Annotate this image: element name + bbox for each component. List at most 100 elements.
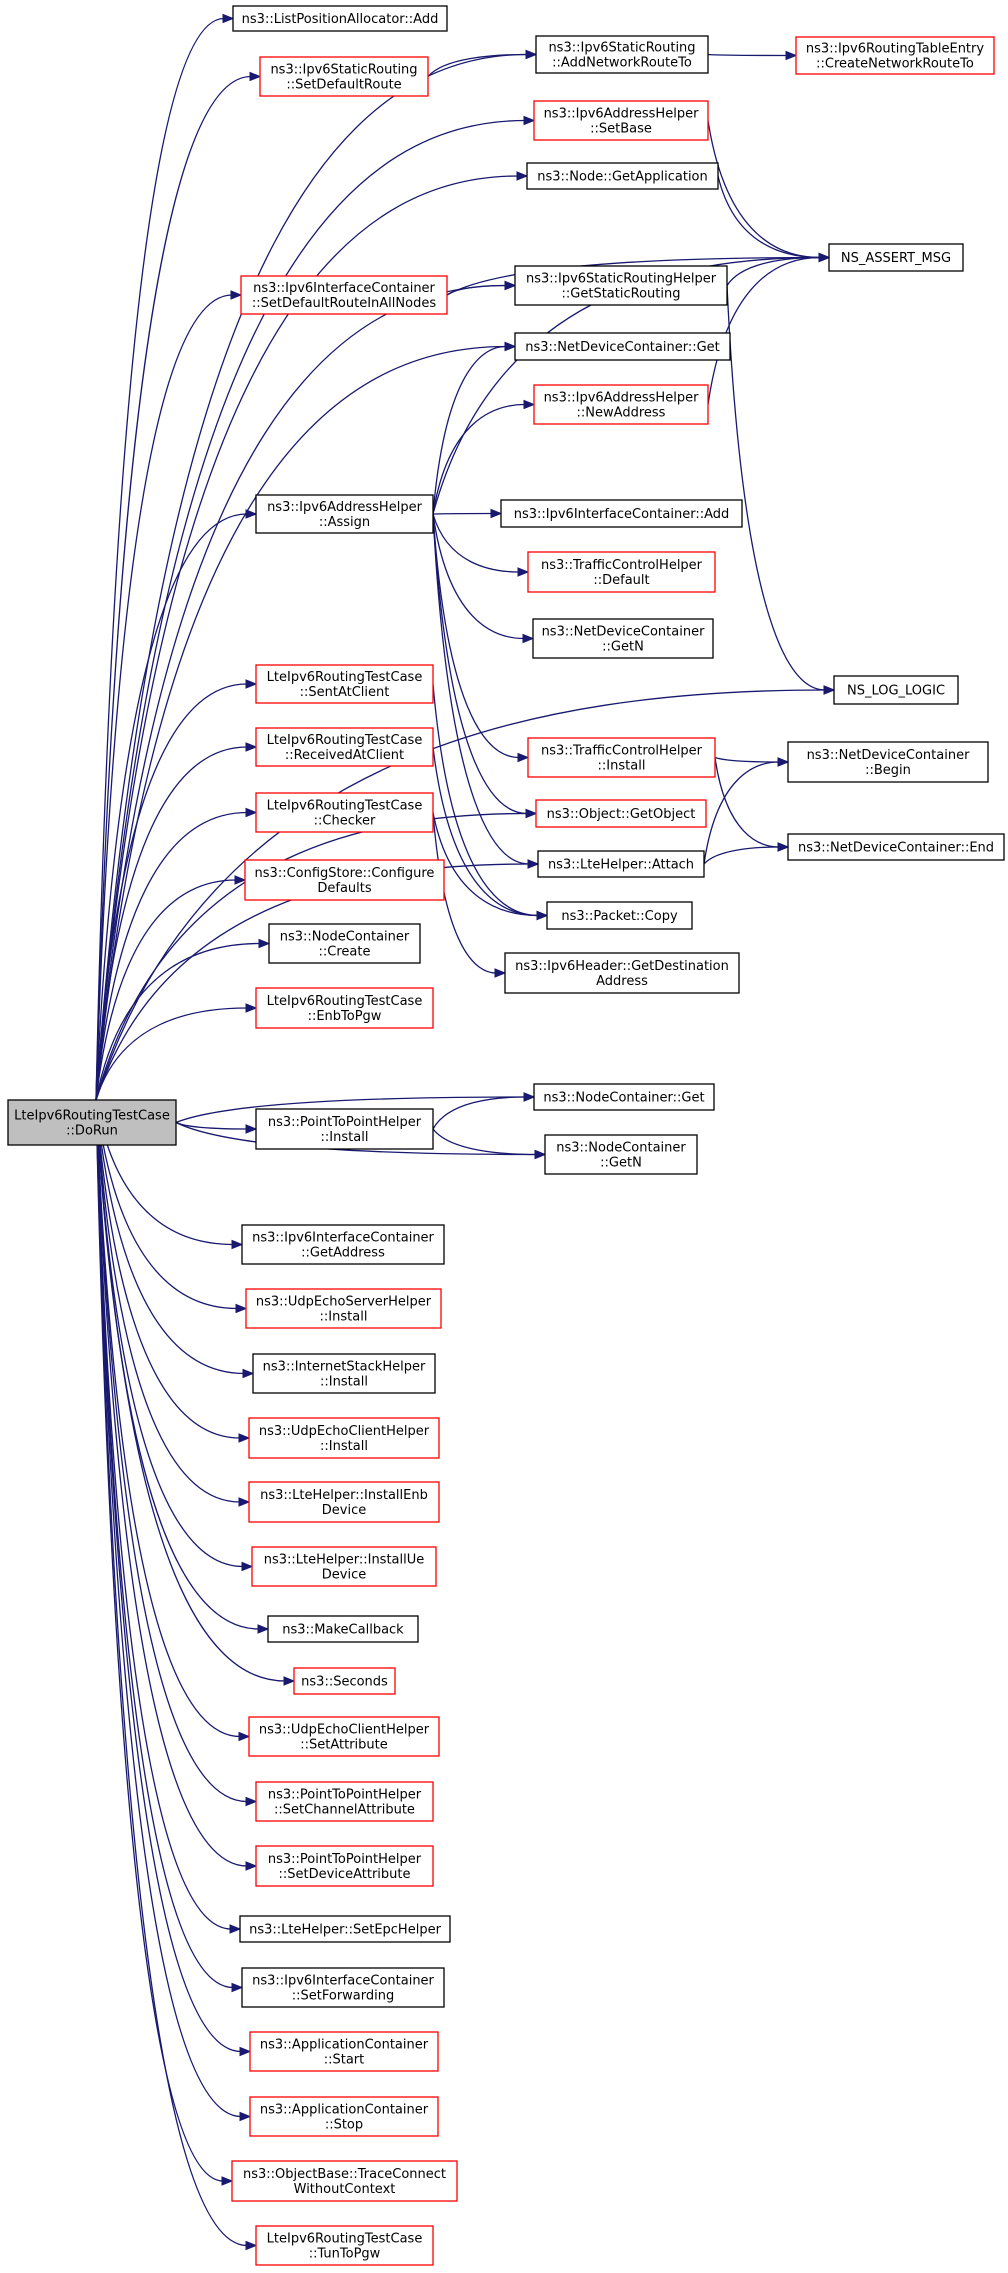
node-box	[241, 1224, 445, 1265]
edge-root-to-lte_installue	[95, 1099, 254, 1572]
node-label: ns3::Ipv6RoutingTableEntry	[806, 42, 984, 57]
node-box	[514, 332, 731, 361]
edge-ah_assign-to-tch_default	[432, 513, 530, 577]
node-ac-stop[interactable]: ns3::ApplicationContainer::Stop	[249, 2096, 439, 2137]
node-ish-install[interactable]: ns3::InternetStackHelper::Install	[252, 1353, 436, 1394]
edge-ah_assign-to-tch_install	[432, 513, 530, 763]
node-tch-install[interactable]: ns3::TrafficControlHelper::Install	[527, 737, 716, 778]
node-label: ns3::PointToPointHelper	[268, 1788, 422, 1803]
node-label: ns3::Ipv6InterfaceContainer::Add	[514, 507, 730, 522]
node-label: ::Install	[320, 1439, 368, 1454]
edge-root-to-ues_install	[95, 1099, 248, 1314]
node-label: ::SetAttribute	[300, 1738, 388, 1753]
node-label: ::Install	[598, 759, 646, 774]
node-label: LteIpv6RoutingTestCase	[267, 733, 423, 748]
node-label: ns3::UdpEchoClientHelper	[259, 1723, 430, 1738]
node-assert-msg[interactable]: NS_ASSERT_MSG	[828, 243, 964, 272]
node-label: ns3::TrafficControlHelper	[541, 558, 703, 573]
node-lte-attach[interactable]: ns3::LteHelper::Attach	[537, 850, 705, 878]
node-srh-getstatic[interactable]: ns3::Ipv6StaticRoutingHelper::GetStaticR…	[514, 265, 728, 306]
node-pkt-copy[interactable]: ns3::Packet::Copy	[546, 901, 693, 930]
node-box	[240, 275, 448, 315]
node-box	[527, 551, 716, 593]
node-obj-getobject[interactable]: ns3::Object::GetObject	[535, 799, 707, 828]
node-lte-setepc[interactable]: ns3::LteHelper::SetEpcHelper	[239, 1915, 451, 1943]
edge-p2p_install-to-nc_get	[432, 1092, 536, 1130]
node-ah-assign[interactable]: ns3::Ipv6AddressHelper::Assign	[255, 494, 434, 534]
node-label: LteIpv6RoutingTestCase	[267, 670, 423, 685]
node-box	[255, 987, 434, 1029]
node-uec-setattr[interactable]: ns3::UdpEchoClientHelper::SetAttribute	[248, 1716, 440, 1757]
node-seconds[interactable]: ns3::Seconds	[293, 1667, 396, 1695]
node-ndc-get[interactable]: ns3::NetDeviceContainer::Get	[514, 332, 731, 361]
edge-root-to-tc_checker	[95, 807, 258, 1101]
node-box	[255, 727, 434, 767]
node-tc-enbtopgw[interactable]: LteIpv6RoutingTestCase::EnbToPgw	[255, 987, 434, 1029]
edge-root-to-ndc_get	[95, 341, 517, 1101]
node-ndc-begin[interactable]: ns3::NetDeviceContainer::Begin	[787, 741, 989, 783]
node-rte-create[interactable]: ns3::Ipv6RoutingTableEntry::CreateNetwor…	[795, 36, 995, 75]
node-tch-default[interactable]: ns3::TrafficControlHelper::Default	[527, 551, 716, 593]
node-ic-getaddr[interactable]: ns3::Ipv6InterfaceContainer::GetAddress	[241, 1224, 445, 1265]
edge-tch_install-to-ndc_end	[714, 757, 790, 852]
node-label: LteIpv6RoutingTestCase	[267, 994, 423, 1009]
node-node-getapp[interactable]: ns3::Node::GetApplication	[526, 162, 719, 190]
node-ic-add[interactable]: ns3::Ipv6InterfaceContainer::Add	[500, 499, 743, 528]
node-sr-setdefault[interactable]: ns3::Ipv6StaticRouting::SetDefaultRoute	[259, 56, 429, 97]
node-lpa-add[interactable]: ns3::ListPositionAllocator::Add	[232, 5, 448, 32]
node-ah-newaddr[interactable]: ns3::Ipv6AddressHelper::NewAddress	[533, 384, 709, 425]
node-label: ::DoRun	[66, 1124, 118, 1139]
node-tc-received[interactable]: LteIpv6RoutingTestCase::ReceivedAtClient	[255, 727, 434, 767]
node-box	[255, 494, 434, 534]
node-label: LteIpv6RoutingTestCase	[14, 1109, 170, 1124]
node-ndc-getn[interactable]: ns3::NetDeviceContainer::GetN	[532, 618, 714, 659]
node-ic-setfwd[interactable]: ns3::Ipv6InterfaceContainer::SetForwardi…	[241, 1967, 445, 2008]
node-log-logic[interactable]: NS_LOG_LOGIC	[833, 675, 959, 705]
node-p2p-install[interactable]: ns3::PointToPointHelper::Install	[255, 1108, 434, 1150]
node-label: ns3::ListPositionAllocator::Add	[242, 12, 439, 27]
node-label: ::GetN	[602, 640, 644, 655]
node-ob-traceconnect[interactable]: ns3::ObjectBase::TraceConnectWithoutCont…	[231, 2160, 458, 2202]
node-tc-sent[interactable]: LteIpv6RoutingTestCase::SentAtClient	[255, 664, 434, 704]
node-label: ns3::UdpEchoServerHelper	[256, 1295, 432, 1310]
node-label: ::NewAddress	[577, 406, 666, 421]
node-nc-create[interactable]: ns3::NodeContainer::Create	[268, 923, 421, 964]
node-label: ns3::NodeContainer::Get	[543, 1091, 704, 1106]
edge-root-to-p2p_setdev	[95, 1099, 258, 1871]
node-ac-start[interactable]: ns3::ApplicationContainer::Start	[249, 2031, 439, 2072]
node-ues-install[interactable]: ns3::UdpEchoServerHelper::Install	[245, 1288, 442, 1329]
node-nc-getn[interactable]: ns3::NodeContainer::GetN	[544, 1134, 698, 1175]
node-sr-addnet[interactable]: ns3::Ipv6StaticRouting::AddNetworkRouteT…	[535, 35, 709, 74]
node-ndc-end[interactable]: ns3::NetDeviceContainer::End	[787, 833, 1005, 861]
node-label: Defaults	[317, 881, 371, 896]
edge-root-to-seconds	[95, 1099, 296, 1686]
node-box	[293, 1667, 396, 1695]
node-box	[533, 384, 709, 425]
node-makecallback[interactable]: ns3::MakeCallback	[267, 1615, 419, 1643]
node-box	[514, 265, 728, 306]
node-p2p-setchan[interactable]: ns3::PointToPointHelper::SetChannelAttri…	[255, 1781, 434, 1822]
edge-sr_addnet-to-rte_create	[707, 50, 798, 61]
edge-root-to-tc_received	[95, 742, 258, 1101]
node-label: ns3::LteHelper::Attach	[548, 858, 694, 873]
node-tc-tuntopgw[interactable]: LteIpv6RoutingTestCase::TunToPgw	[255, 2225, 434, 2266]
node-label: ::SetForwarding	[292, 1989, 395, 2004]
node-p2p-setdev[interactable]: ns3::PointToPointHelper::SetDeviceAttrib…	[255, 1845, 434, 1887]
edge-root-to-cs_configure	[95, 875, 247, 1101]
node-box	[544, 1134, 698, 1175]
node-box	[787, 741, 989, 783]
node-tc-checker[interactable]: LteIpv6RoutingTestCase::Checker	[255, 792, 434, 833]
edge-root-to-sr_setdefault	[95, 71, 262, 1101]
node-box	[231, 2160, 458, 2202]
node-ah-setbase[interactable]: ns3::Ipv6AddressHelper::SetBase	[533, 100, 709, 141]
edge-root-to-uec_install	[95, 1099, 251, 1443]
node-uec-install[interactable]: ns3::UdpEchoClientHelper::Install	[248, 1417, 440, 1459]
node-label: ::Install	[321, 1130, 369, 1145]
node-ic-setdefault[interactable]: ns3::Ipv6InterfaceContainer::SetDefaultR…	[240, 275, 448, 315]
node-nc-get[interactable]: ns3::NodeContainer::Get	[533, 1083, 715, 1111]
node-label: ns3::PointToPointHelper	[268, 1115, 422, 1130]
